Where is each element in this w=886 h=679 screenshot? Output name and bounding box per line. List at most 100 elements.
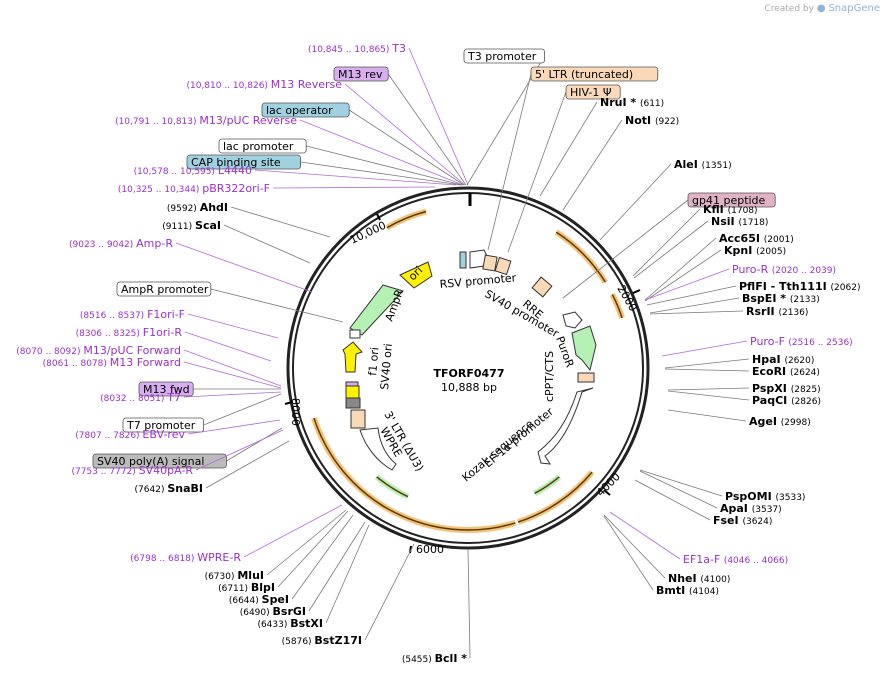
connector-line [183,361,282,389]
feature-label-box [565,84,621,100]
feature-label-text: 5' LTR (truncated) [535,68,633,81]
label-enzyme-6: NruI * (611) [539,96,664,197]
connector-line [507,91,567,253]
enzyme-label: (6730) MluI [205,569,264,582]
enzyme-label: (9111) ScaI [162,219,221,232]
label-enzyme-54: (6644) SpeI [229,514,354,606]
label-cppt-cts: cPPT/CTS [543,351,556,402]
label-enzyme-45: PspOMI (3533) [639,469,805,503]
outer-arc-line-0 [555,231,607,283]
label-enzyme-55: (6490) BsrGI [240,521,366,618]
feature-label-box [530,66,659,82]
ef1a-promoter-feature [537,387,594,465]
label-primer-48: (6798 .. 6818) WPRE-R [130,504,343,564]
connector-line [603,515,654,591]
connector-line [226,427,283,462]
enzyme-label: HpaI (2620) [752,353,814,366]
enzyme-label: PspOMI (3533) [725,490,805,503]
label-box-1: T3 promoter [463,48,545,186]
label-enzyme-51: NheI (4100) [603,514,730,585]
sv40-ori-small [459,251,467,269]
connector-line [667,387,750,391]
feature-label-box [92,453,227,469]
primer-label: (10,578 .. 10,595) L4440 [134,164,252,177]
label-enzyme-38: PaqCI (2826) [667,390,821,407]
ori-feature [399,261,433,289]
connector-line [308,521,366,612]
snapgene-logo-icon: ● [816,3,826,14]
rre-feature [494,256,512,276]
label-enzyme-12: AleI (1351) [599,158,732,241]
connector-line [667,390,750,401]
connector-line [291,514,354,600]
feature-label-box [138,381,194,397]
label-box-42: SV40 poly(A) signal [92,427,283,469]
label-enzyme-19: (9111) ScaI [162,219,311,264]
label-enzyme-25: PflFI - Tth111I (2062) [646,280,860,306]
label-box-35: M13 fwd [138,381,281,397]
enzyme-label: NruI * (611) [600,96,664,109]
feature-label-text: T3 promoter [467,50,537,63]
feature-label-text: M13 fwd [143,383,190,396]
outer-arc-line-2 [517,471,593,523]
label-primer-43: (7753 .. 7772) SV40pA-R [71,429,284,477]
feature-label-box [186,154,301,170]
outer-arc-0 [554,229,608,284]
enzyme-label: BspEI * (2133) [742,292,820,305]
tick-label-6000: 6000 [416,543,444,556]
connector-line [633,220,709,279]
label-primer-13: (10,578 .. 10,595) L4440 [134,164,457,186]
connector-line [562,119,623,211]
label-primer-41: (7807 .. 7826) EBV-rev [75,419,281,441]
connector-line [646,285,737,306]
connector-line [175,242,313,293]
outer-arc-line-1 [611,294,623,319]
plasmid-size: 10,888 bp [441,381,497,394]
primer-label: (8061 .. 8078) M13 Forward [43,356,181,369]
enzyme-label: EcoRI (2624) [752,365,820,378]
label-enzyme-8: NotI (922) [562,114,679,211]
tick-marks [284,193,641,554]
primer-label: Puro-F (2516 .. 2536) [750,335,853,348]
outer-feature-arcs [311,208,625,533]
connector-line [184,331,272,362]
label-box-24: AmpR promoter [116,281,344,323]
primer-label: (7753 .. 7772) SV40pA-R [71,464,193,477]
feature-label-text: T7 promoter [126,419,196,432]
label-box-39: T7 promoter [122,393,282,433]
primer-label: EF1a-F (4046 .. 4066) [683,553,788,566]
connector-line [661,340,748,357]
connector-line [205,440,290,489]
label-enzyme-58: (5455) BclI * [402,548,471,665]
connector-line [562,199,689,299]
amp-promoter-feature [349,329,361,339]
connector-line [195,429,284,471]
feature-label-text: HIV-1 Ψ [570,86,612,99]
label-box-10: lac promoter [218,138,463,186]
backbone-outer-ring [286,186,650,550]
connector-line [644,237,717,301]
label-kozak: Kozak sequence [460,417,537,484]
connector-line [348,109,465,186]
primer-label: Puro-R (2020 .. 2039) [732,263,836,276]
enzyme-label: (6433) BstXI [257,617,323,630]
feature-label-text: M13 rev [338,68,383,81]
connector-line [203,393,282,426]
label-enzyme-18: NsiI (1718) [633,215,768,279]
enzyme-label: KpnI (2005) [724,244,786,257]
enzyme-label: (6644) SpeI [229,593,289,606]
inner-features [342,249,597,471]
primer-label: (10,791 .. 10,813) M13/pUC Reverse [115,114,297,127]
feature-label-box [333,66,389,82]
connector-line [408,47,469,186]
connector-line [183,391,282,398]
enzyme-label: PaqCI (2826) [752,394,821,407]
label-sv40-ori: SV40 ori [378,343,395,390]
label-primer-33: (8061 .. 8078) M13 Forward [43,356,282,389]
hiv-psi-feature [482,254,498,272]
label-enzyme-34: EcoRI (2624) [664,365,820,378]
enzyme-label: (5876) BstZ17I [282,634,362,647]
primer-label: (8070 .. 8092) M13/pUC Forward [16,344,181,357]
connector-line [223,224,311,264]
